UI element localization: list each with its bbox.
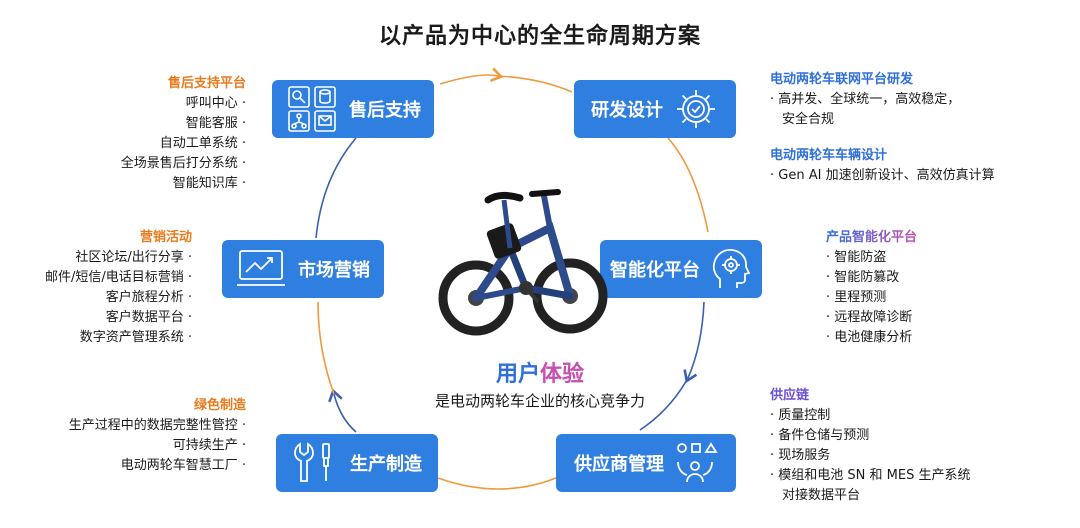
group-after-sales: 售后支持平台 呼叫中心 智能客服 自动工单系统 全场景售后打分系统 智能知识库 — [121, 74, 246, 194]
ring-arc-right-lower — [683, 301, 705, 384]
user-experience-title: 用户体验 — [330, 356, 750, 388]
ux-part1: 用户 — [495, 362, 540, 387]
ring-arc-top — [439, 67, 504, 85]
group-heading: 绿色制造 — [193, 398, 246, 413]
node-label: 生产制造 — [350, 454, 422, 475]
group-smart-platform: 产品智能化平台 智能防盗 智能防篡改 里程预测 远程故障诊断 电池健康分析 — [826, 228, 917, 348]
page-title: 以产品为中心的全生命周期方案 — [378, 24, 701, 49]
group-vehicle-design: 电动两轮车车辆设计 Gen AI 加速创新设计、高效仿真计算 — [770, 146, 995, 186]
group-rnd-platform: 电动两轮车联网平台研发 高并发、全球统一，高效稳定， 安全合规 — [770, 70, 960, 130]
ring-arc-left-mid — [317, 301, 335, 395]
node-label: 供应商管理 — [574, 454, 664, 475]
list-item: 全场景售后打分系统 — [121, 154, 246, 174]
list-item-continuation: 对接数据平台 — [782, 488, 861, 503]
group-heading: 供应链 — [770, 388, 810, 403]
node-smart[interactable]: 智能化平台 — [600, 240, 762, 298]
list-item: 电池健康分析 — [826, 328, 917, 348]
ring-arc-right-upper — [667, 137, 709, 233]
node-marketing[interactable]: 市场营销 — [222, 240, 384, 298]
node-label: 研发设计 — [591, 100, 663, 121]
list-item: Gen AI 加速创新设计、高效仿真计算 — [770, 166, 994, 186]
list-item: 电动两轮车智慧工厂 — [69, 456, 246, 476]
list-item: 数字资产管理系统 — [45, 328, 192, 348]
node-label: 智能化平台 — [610, 260, 700, 281]
list-item: 里程预测 — [826, 288, 917, 308]
list-item: 备件仓储与预测 — [770, 426, 970, 446]
group-green-manufacturing: 绿色制造 生产过程中的数据完整性管控 可持续生产 电动两轮车智慧工厂 — [69, 396, 246, 476]
group-heading: 产品智能化平台 — [826, 228, 917, 248]
list-item: 邮件/短信/电话目标营销 — [45, 268, 192, 288]
chart-monitor-icon — [237, 250, 285, 286]
ring-arc-left-upper — [315, 137, 357, 239]
list-item-continuation: 安全合规 — [782, 112, 835, 127]
group-heading: 售后支持平台 — [167, 76, 246, 91]
group-supply-chain: 供应链 质量控制 备件仓储与预测 现场服务 模组和电池 SN 和 MES 生产系… — [770, 386, 970, 506]
list-item: 社区论坛/出行分享 — [45, 248, 192, 268]
list-item: 智能知识库 — [121, 174, 246, 194]
ring-arc-left-lower — [328, 388, 357, 433]
list-item: 生产过程中的数据完整性管控 — [69, 416, 246, 436]
list-item: 呼叫中心 — [121, 94, 246, 114]
node-supplier[interactable]: 供应商管理 — [556, 434, 736, 492]
node-rnd[interactable]: 研发设计 — [574, 80, 736, 138]
list-item: 模组和电池 SN 和 MES 生产系统 — [770, 466, 970, 486]
list-item: 智能客服 — [121, 114, 246, 134]
group-heading: 营销活动 — [139, 230, 192, 245]
node-label: 市场营销 — [298, 260, 370, 281]
group-marketing: 营销活动 社区论坛/出行分享 邮件/短信/电话目标营销 客户旅程分析 客户数据平… — [45, 228, 192, 348]
gear-check-icon — [677, 90, 715, 128]
list-item: 远程故障诊断 — [826, 308, 917, 328]
head-gear-icon — [712, 249, 751, 288]
list-item: 质量控制 — [770, 406, 970, 426]
list-item: 自动工单系统 — [121, 134, 246, 154]
e-bike-illustration — [438, 189, 608, 336]
list-item: 客户数据平台 — [45, 308, 192, 328]
list-item: 智能防篡改 — [826, 268, 917, 288]
list-item: 现场服务 — [770, 446, 970, 466]
node-label: 售后支持 — [349, 100, 421, 121]
people-shapes-icon — [677, 442, 718, 483]
ux-part2: 体验 — [540, 362, 585, 387]
list-item: 智能防盗 — [826, 248, 917, 268]
ring-arc-top-right — [497, 75, 573, 93]
node-production[interactable]: 生产制造 — [276, 434, 438, 492]
node-after-sales[interactable]: 售后支持 — [272, 80, 434, 138]
wrench-screwdriver-icon — [294, 442, 330, 482]
list-item: 可持续生产 — [69, 436, 246, 456]
group-heading: 电动两轮车联网平台研发 — [770, 72, 914, 87]
support-grid-icon — [288, 86, 336, 132]
list-item: 客户旅程分析 — [45, 288, 192, 308]
list-item: 高并发、全球统一，高效稳定， — [770, 90, 960, 110]
group-heading: 电动两轮车车辆设计 — [770, 148, 888, 163]
core-competitiveness-subtitle: 是电动两轮车企业的核心竞争力 — [434, 392, 645, 410]
ring-arc-right-bottom — [639, 377, 689, 431]
ring-arc-bottom — [437, 477, 557, 490]
